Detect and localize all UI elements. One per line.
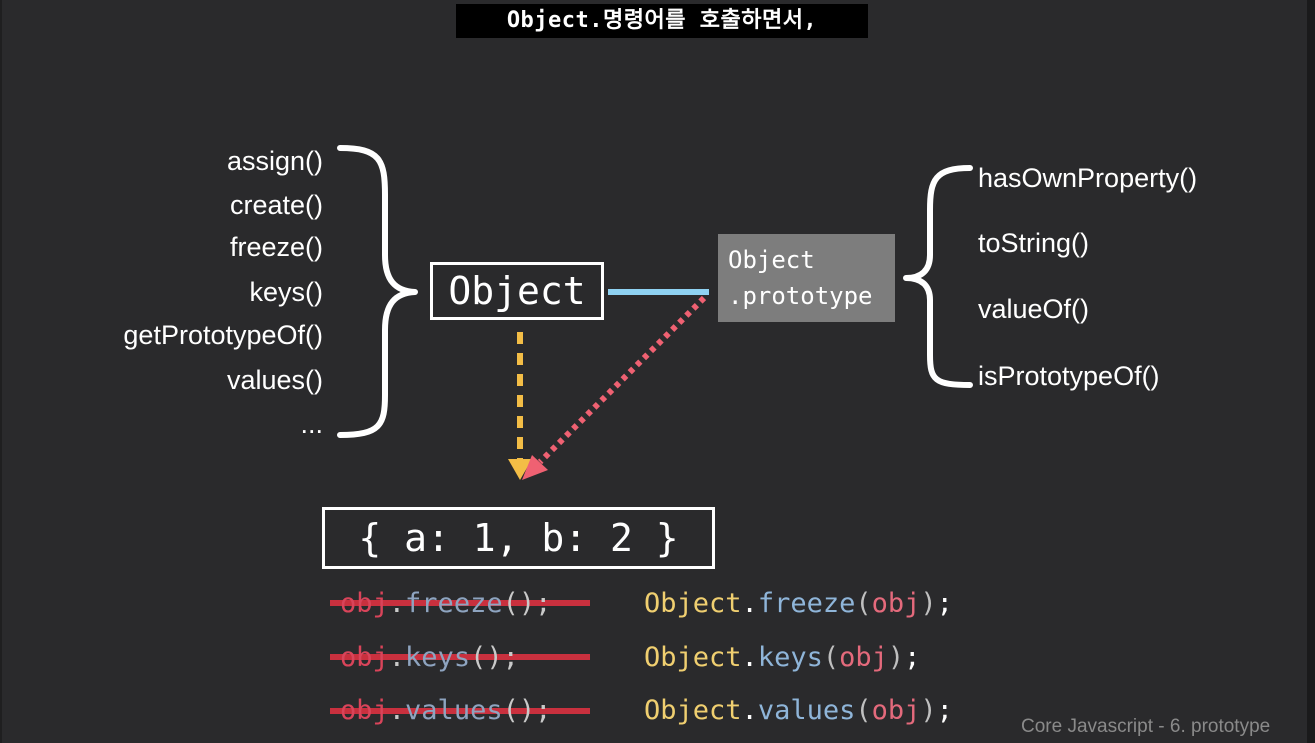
correct-call-object: Object	[644, 588, 742, 619]
wrong-call-keys: obj.keys();	[340, 642, 519, 673]
proto-method-tostring: toString()	[978, 228, 1090, 258]
static-method-values: values()	[226, 365, 323, 395]
proto-method-valueof: valueOf()	[978, 294, 1090, 324]
instance-object-box: { a: 1, b: 2 }	[322, 507, 715, 569]
object-prototype-box: Object .prototype	[718, 234, 895, 322]
right-edge	[1307, 0, 1315, 743]
wrong-call-method: values	[405, 695, 503, 726]
static-method-assign: assign()	[226, 146, 323, 176]
correct-call-arg: obj	[839, 642, 888, 673]
prototype-label-line-2: .prototype	[728, 282, 873, 310]
wrong-call-values: obj.values();	[340, 695, 552, 726]
proto-link-arrow-head	[522, 455, 548, 480]
correct-call-object: Object	[644, 642, 742, 673]
correct-call-freeze: Object.freeze(obj);	[644, 588, 953, 619]
wrong-call-obj: obj	[340, 588, 389, 619]
proto-link-arrow-shaft	[537, 295, 707, 465]
wrong-call-tail: ();	[470, 642, 519, 673]
left-edge	[0, 0, 2, 743]
wrong-call-tail: ();	[502, 588, 552, 619]
wrong-call-method: keys	[405, 642, 471, 673]
wrong-call-obj: obj	[340, 642, 389, 673]
static-method-keys: keys()	[249, 277, 324, 307]
static-method-freeze: freeze()	[229, 232, 323, 262]
wrong-call-tail: ();	[502, 695, 552, 726]
correct-call-values: Object.values(obj);	[644, 695, 953, 726]
subtitle-caption: Object.명령어를 호출하면서,	[456, 4, 868, 38]
correct-call-arg: obj	[871, 588, 921, 619]
prototype-label-line-1: Object	[728, 246, 815, 274]
correct-call-object: Object	[644, 695, 742, 726]
left-brace	[337, 145, 418, 438]
wrong-call-freeze: obj.freeze();	[340, 588, 552, 619]
static-method-getprototypeof: getPrototypeOf()	[123, 320, 323, 350]
correct-call-method: keys	[757, 642, 823, 673]
static-method-more: ...	[300, 409, 323, 439]
right-brace	[903, 165, 973, 388]
slide-footer: Core Javascript - 6. prototype	[1021, 716, 1271, 737]
correct-call-method: values	[757, 695, 856, 726]
wrong-call-method: freeze	[405, 588, 503, 619]
proto-method-hasownproperty: hasOwnProperty()	[978, 163, 1198, 193]
correct-call-arg: obj	[871, 695, 921, 726]
static-method-create: create()	[229, 190, 323, 220]
proto-method-isprototypeof: isPrototypeOf()	[978, 361, 1160, 391]
instance-arrow-head	[508, 459, 532, 480]
wrong-call-obj: obj	[340, 695, 389, 726]
correct-call-keys: Object.keys(obj);	[644, 642, 921, 673]
correct-call-method: freeze	[757, 588, 856, 619]
object-constructor-box: Object	[430, 262, 604, 320]
